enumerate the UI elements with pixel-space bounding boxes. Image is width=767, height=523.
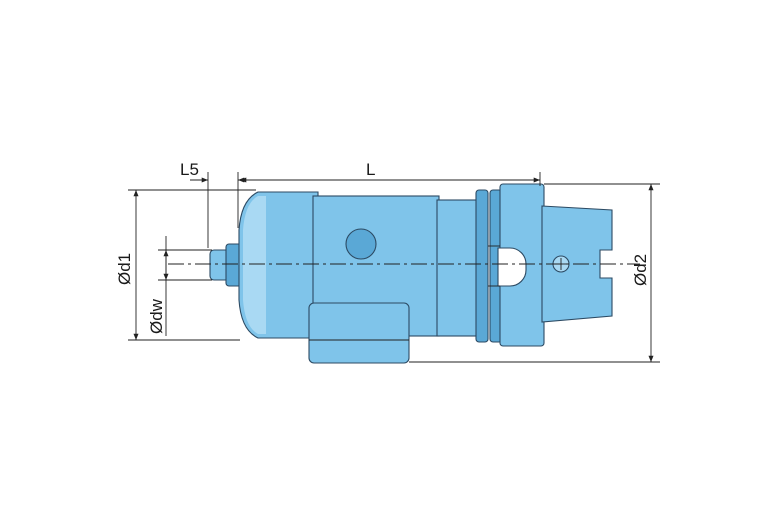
dimension-dw: Ødw (147, 236, 212, 336)
clamp-screw-hole (345, 228, 377, 260)
label-l5: L5 (180, 160, 199, 179)
label-dw: Ødw (147, 298, 166, 334)
clamp-block (308, 302, 410, 364)
drive-slot (497, 247, 527, 287)
dimension-d1: Ød1 (115, 189, 256, 341)
label-d1: Ød1 (115, 253, 134, 285)
neck (436, 199, 482, 337)
flange-ring-1 (475, 189, 489, 343)
label-d2: Ød2 (631, 254, 650, 286)
dimension-d2: Ød2 (409, 183, 660, 363)
label-l: L (366, 160, 375, 179)
dimension-l: L (240, 160, 541, 186)
tool-holder-body (209, 183, 613, 364)
main-cylinder-highlight (243, 196, 266, 334)
